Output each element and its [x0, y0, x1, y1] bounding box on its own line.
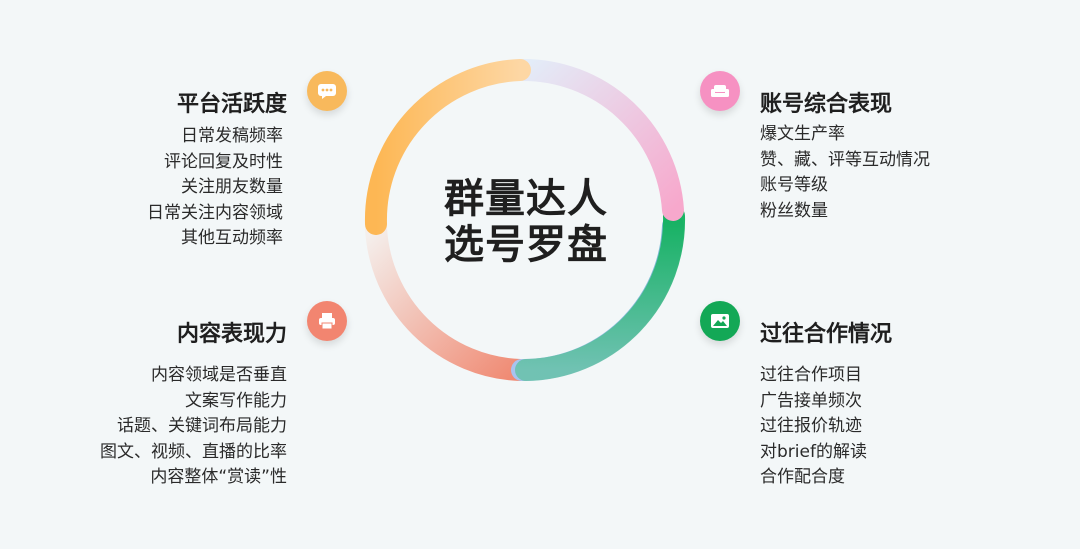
list-item: 合作配合度: [760, 467, 845, 487]
list-item: 图文、视频、直播的比率: [100, 441, 287, 462]
section-title-activity: 平台活跃度: [176, 92, 287, 117]
list-item: 日常关注内容领域: [147, 202, 283, 223]
list-item: 关注朋友数量: [181, 177, 283, 197]
cooperation-list: 过往合作项目 广告接单频次 过往报价轨迹 对brief的解读 合作配合度: [760, 363, 867, 491]
list-item: 评论回复及时性: [164, 151, 283, 172]
list-item: 内容领域是否垂直: [151, 365, 287, 385]
list-item: 广告接单频次: [760, 390, 862, 411]
printer-icon: [307, 301, 347, 341]
list-item: 文案写作能力: [185, 390, 287, 411]
ring-segment-top-left: [364, 59, 531, 235]
compass-title-line2: 选号罗盘: [444, 222, 608, 268]
list-item: 粉丝数量: [760, 200, 828, 221]
image-icon: [700, 301, 740, 341]
list-item: 话题、关键词布局能力: [117, 416, 287, 436]
list-item: 账号等级: [760, 175, 828, 195]
list-item: 内容整体“赏读”性: [150, 467, 287, 487]
activity-list: 日常发稿频率 评论回复及时性 关注朋友数量 日常关注内容领域 其他互动频率: [147, 124, 283, 252]
content-list: 内容领域是否垂直 文案写作能力 话题、关键词布局能力 图文、视频、直播的比率 内…: [100, 363, 287, 491]
account-list: 爆文生产率 赞、藏、评等互动情况 账号等级 粉丝数量: [760, 122, 930, 224]
ring-segment-left-bottom: [365, 217, 531, 381]
list-item: 过往合作项目: [760, 365, 862, 385]
list-item: 过往报价轨迹: [760, 416, 862, 436]
list-item: 日常发稿频率: [181, 126, 283, 146]
section-title-cooperation: 过往合作情况: [760, 322, 893, 347]
list-item: 爆文生产率: [760, 124, 845, 144]
chat-bubble-icon: [307, 71, 347, 111]
section-title-content: 内容表现力: [176, 322, 287, 347]
ring-segment-right-green: [515, 205, 686, 381]
sofa-icon: [700, 71, 740, 111]
list-item: 赞、藏、评等互动情况: [760, 149, 930, 170]
ring-segment-top-right: [511, 58, 684, 221]
list-item: 其他互动频率: [181, 228, 283, 248]
compass-title-line1: 群量达人: [444, 176, 608, 222]
compass-title: 群量达人 选号罗盘: [400, 176, 652, 268]
section-title-account: 账号综合表现: [760, 92, 893, 117]
list-item: 对brief的解读: [760, 441, 867, 462]
